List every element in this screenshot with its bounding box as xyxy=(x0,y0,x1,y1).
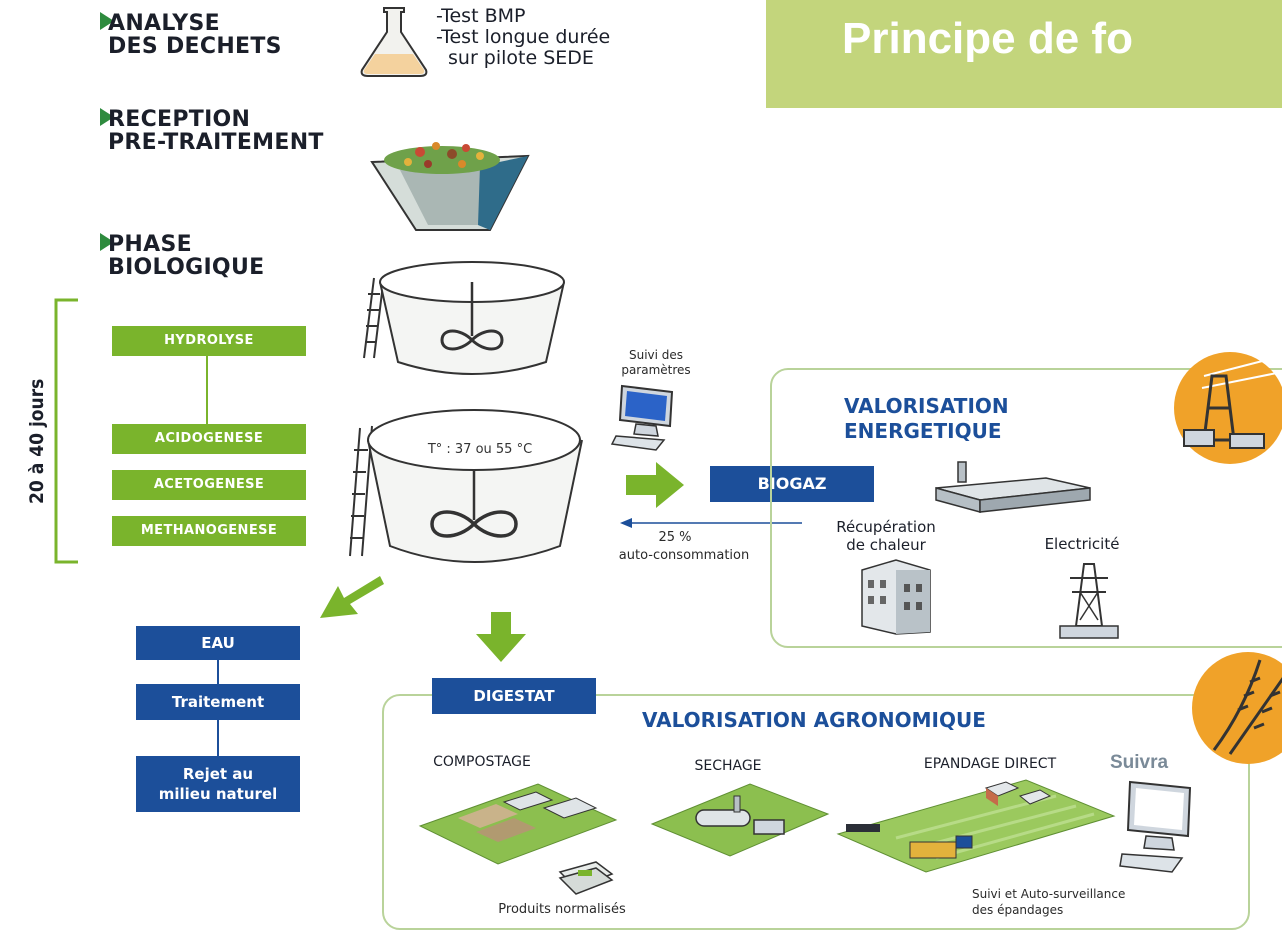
spreading-field-illustration xyxy=(836,779,1116,873)
spreading-monitoring-label: Suivi et Auto-surveillance des épandages xyxy=(972,886,1125,918)
products-label: Produits normalisés xyxy=(498,902,626,917)
arrow-right-icon xyxy=(626,462,684,508)
biogaz-box: BIOGAZ xyxy=(710,466,874,502)
flask-icon xyxy=(360,7,428,77)
composting-label: COMPOSTAGE xyxy=(433,754,531,770)
duration-label: 20 à 40 jours xyxy=(26,378,48,504)
stage-marker-icon xyxy=(100,108,114,126)
test-bmp: -Test BMP xyxy=(436,5,526,27)
brand-logo: Suivra xyxy=(1110,752,1169,773)
stage-marker-icon xyxy=(100,233,114,251)
header-band xyxy=(766,0,1282,108)
composting-site-illustration xyxy=(418,783,618,865)
spreading-monitoring-line1: Suivi et Auto-surveillance xyxy=(972,887,1126,901)
tests-list: -Test BMP -Test longue durée sur pilote … xyxy=(436,6,610,69)
pylon-icon xyxy=(1059,563,1119,639)
wheat-badge-icon xyxy=(1192,652,1282,764)
spreading-monitoring-line2: des épandages xyxy=(972,903,1064,917)
steps-connector xyxy=(206,355,208,425)
stage-reception-line2: PRE-TRAITEMENT xyxy=(108,130,324,155)
stage-analyse-title: ANALYSE DES DECHETS xyxy=(108,12,282,58)
factory-icon xyxy=(935,461,1091,513)
test-long: -Test longue durée xyxy=(436,26,611,48)
hydrolysis-tank xyxy=(363,261,565,375)
monitoring-line1: Suivi des xyxy=(628,348,684,362)
energy-panel xyxy=(770,368,1282,648)
power-tower-badge-icon xyxy=(1174,352,1282,464)
stage-analyse-line2: DES DECHETS xyxy=(108,34,282,59)
stage-phase-line1: PHASE xyxy=(108,232,192,257)
monitoring-line2: paramètres xyxy=(621,363,691,377)
step-hydrolyse: HYDROLYSE xyxy=(112,326,306,356)
computer-icon xyxy=(1119,780,1192,873)
heat-line2: de chaleur xyxy=(846,536,926,554)
drying-site-illustration xyxy=(650,783,830,857)
stage-reception-title: RECEPTION PRE-TRAITEMENT xyxy=(108,108,324,154)
energy-title: VALORISATION ENERGETIQUE xyxy=(844,394,1009,444)
arrow-down-icon xyxy=(476,612,526,662)
step-methanogenese: METHANOGENESE xyxy=(112,516,306,546)
stage-marker-icon xyxy=(100,12,114,30)
water-connector-2 xyxy=(217,720,219,756)
page-title: Principe de fo xyxy=(842,14,1133,63)
hopper-icon xyxy=(370,142,530,231)
release-line1: Rejet au xyxy=(182,765,254,783)
duration-bracket xyxy=(54,298,78,564)
treatment-box: Traitement xyxy=(136,684,300,720)
step-acetogenese: ACETOGENESE xyxy=(112,470,306,500)
heat-line1: Récupération xyxy=(836,518,936,536)
energy-title-line2: ENERGETIQUE xyxy=(844,419,1002,443)
arrow-down-left-icon xyxy=(320,576,384,618)
building-icon xyxy=(861,559,931,635)
digestate-box: DIGESTAT xyxy=(432,678,596,714)
heat-label: Récupération de chaleur xyxy=(824,518,948,554)
release-box: Rejet au milieu naturel xyxy=(136,756,300,812)
agronomic-title: VALORISATION AGRONOMIQUE xyxy=(642,708,986,732)
digester-tank xyxy=(349,409,583,563)
test-pilot: sur pilote SEDE xyxy=(448,47,594,69)
stage-phase-line2: BIOLOGIQUE xyxy=(108,255,265,280)
release-line2: milieu naturel xyxy=(158,785,278,803)
stage-phase-title: PHASE BIOLOGIQUE xyxy=(108,233,264,279)
recycle-percent: 25 % xyxy=(658,530,692,545)
recycle-label: auto-consommation xyxy=(618,548,750,563)
products-bag-icon xyxy=(558,861,614,895)
stage-analyse-line1: ANALYSE xyxy=(108,11,220,36)
digester-temperature: T° : 37 ou 55 °C xyxy=(427,442,533,457)
water-box: EAU xyxy=(136,626,300,660)
drying-label: SECHAGE xyxy=(694,758,762,774)
recycle-arrow xyxy=(620,518,802,528)
computer-icon xyxy=(610,384,674,451)
stage-reception-line1: RECEPTION xyxy=(108,107,251,132)
water-connector-1 xyxy=(217,660,219,684)
monitoring-label: Suivi des paramètres xyxy=(596,348,716,378)
electricity-label: Electricité xyxy=(1044,535,1120,553)
step-acidogenese: ACIDOGENESE xyxy=(112,424,306,454)
spreading-label: EPANDAGE DIRECT xyxy=(923,756,1057,772)
energy-title-line1: VALORISATION xyxy=(844,394,1009,418)
